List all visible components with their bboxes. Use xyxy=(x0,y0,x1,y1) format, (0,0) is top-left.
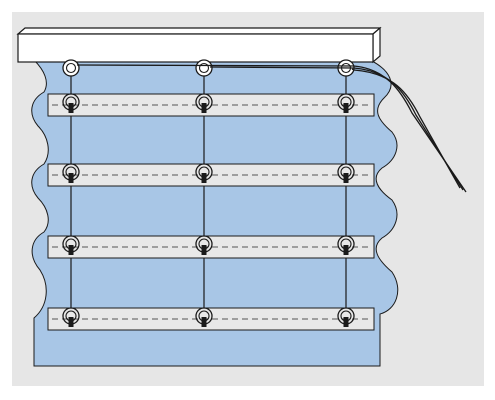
pull-cord-3 xyxy=(351,68,461,189)
cord-knot-4-3 xyxy=(343,317,349,327)
headrail-side-face xyxy=(372,26,381,64)
cord-knot-3-3 xyxy=(343,245,349,255)
cord-knot-3-1 xyxy=(68,245,74,255)
cord-knot-4-2 xyxy=(201,317,207,327)
headrail-front-face xyxy=(17,33,374,63)
guide-ring-inner-1 xyxy=(65,62,77,74)
cord-rings xyxy=(62,93,355,327)
cord-knot-2-2 xyxy=(201,173,207,183)
cord-knot-1-1 xyxy=(68,103,74,113)
cord-knot-1-3 xyxy=(343,103,349,113)
pull-cords xyxy=(76,64,467,193)
cord-knot-4-1 xyxy=(68,317,74,327)
guide-ring-outer-2 xyxy=(195,59,213,77)
guide-ring-outer-1 xyxy=(62,59,80,77)
cord-knot-2-3 xyxy=(343,173,349,183)
cord-knot-3-2 xyxy=(201,245,207,255)
headrail-top-face xyxy=(16,27,382,35)
headrail xyxy=(16,26,382,64)
roman-shade-fabric xyxy=(31,59,399,367)
pull-cord-1 xyxy=(76,64,467,193)
guide-ring-inner-2 xyxy=(198,62,210,74)
cord-knot-1-2 xyxy=(201,103,207,113)
cord-knot-2-1 xyxy=(68,173,74,183)
